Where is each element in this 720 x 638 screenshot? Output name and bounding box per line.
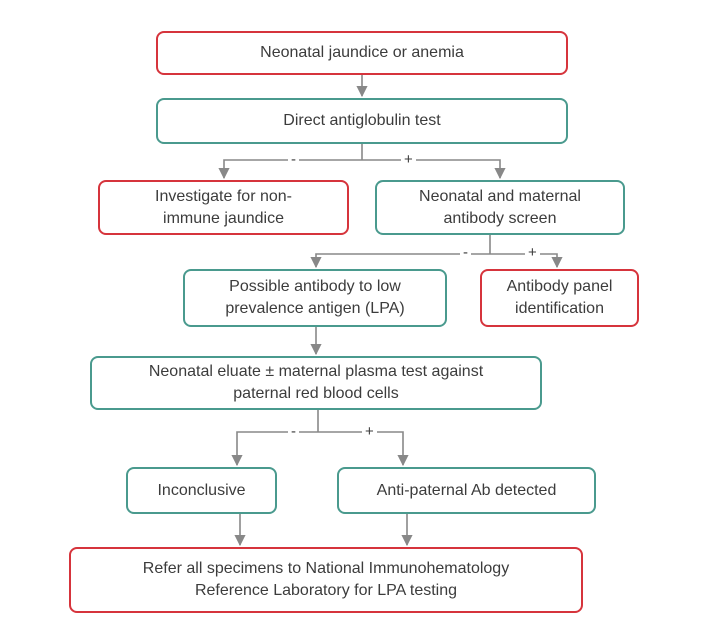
- node-text-line1: Investigate for non-: [155, 187, 292, 205]
- branch-label-positive: +: [362, 424, 377, 440]
- branch-label-negative: -: [288, 152, 299, 168]
- node-neonatal-jaundice: Neonatal jaundice or anemia: [156, 31, 568, 75]
- node-text: Anti-paternal Ab detected: [376, 481, 557, 499]
- arrow-eluate-positive: [318, 431, 409, 467]
- node-text-line2: prevalence antigen (LPA): [225, 300, 405, 317]
- node-non-immune-jaundice: Investigate for non- immune jaundice: [98, 180, 349, 235]
- node-text-line1: Neonatal eluate ± maternal plasma test a…: [148, 363, 484, 380]
- arrow-dat-negative: [218, 159, 362, 180]
- node-text-line2: paternal red blood cells: [233, 385, 399, 402]
- node-antibody-panel-identification: Antibody panel identification: [480, 269, 639, 327]
- node-text-line2: immune jaundice: [163, 209, 284, 227]
- arrow-dat-positive: [362, 159, 506, 180]
- node-text-line1: Antibody panel: [506, 278, 613, 295]
- node-refer-to-reference-lab: Refer all specimens to National Immunohe…: [69, 547, 583, 613]
- node-text: Neonatal jaundice or anemia: [260, 44, 464, 61]
- node-text-line2: identification: [515, 300, 604, 317]
- branch-label-positive: +: [401, 152, 416, 168]
- node-text-line2: antibody screen: [443, 209, 557, 227]
- arrow-screen-negative: [310, 253, 490, 269]
- branch-label-positive: +: [525, 245, 540, 261]
- node-text-line1: Refer all specimens to National Immunohe…: [142, 560, 510, 577]
- branch-label-negative: -: [460, 245, 471, 261]
- node-text-line1: Possible antibody to low: [229, 278, 401, 295]
- arrow-screen-positive: [490, 253, 563, 269]
- node-inconclusive: Inconclusive: [126, 467, 277, 514]
- node-text-line2: Reference Laboratory for LPA testing: [194, 582, 458, 599]
- node-direct-antiglobulin-test: Direct antiglobulin test: [156, 98, 568, 144]
- node-text: Inconclusive: [157, 481, 246, 499]
- branch-label-negative: -: [288, 424, 299, 440]
- node-text-line1: Neonatal and maternal: [419, 187, 581, 205]
- node-anti-paternal-detected: Anti-paternal Ab detected: [337, 467, 596, 514]
- node-possible-lpa: Possible antibody to low prevalence anti…: [183, 269, 447, 327]
- arrow-eluate-negative: [231, 431, 318, 467]
- node-eluate-test: Neonatal eluate ± maternal plasma test a…: [90, 356, 542, 410]
- node-antibody-screen: Neonatal and maternal antibody screen: [375, 180, 625, 235]
- node-text: Direct antiglobulin test: [283, 112, 441, 129]
